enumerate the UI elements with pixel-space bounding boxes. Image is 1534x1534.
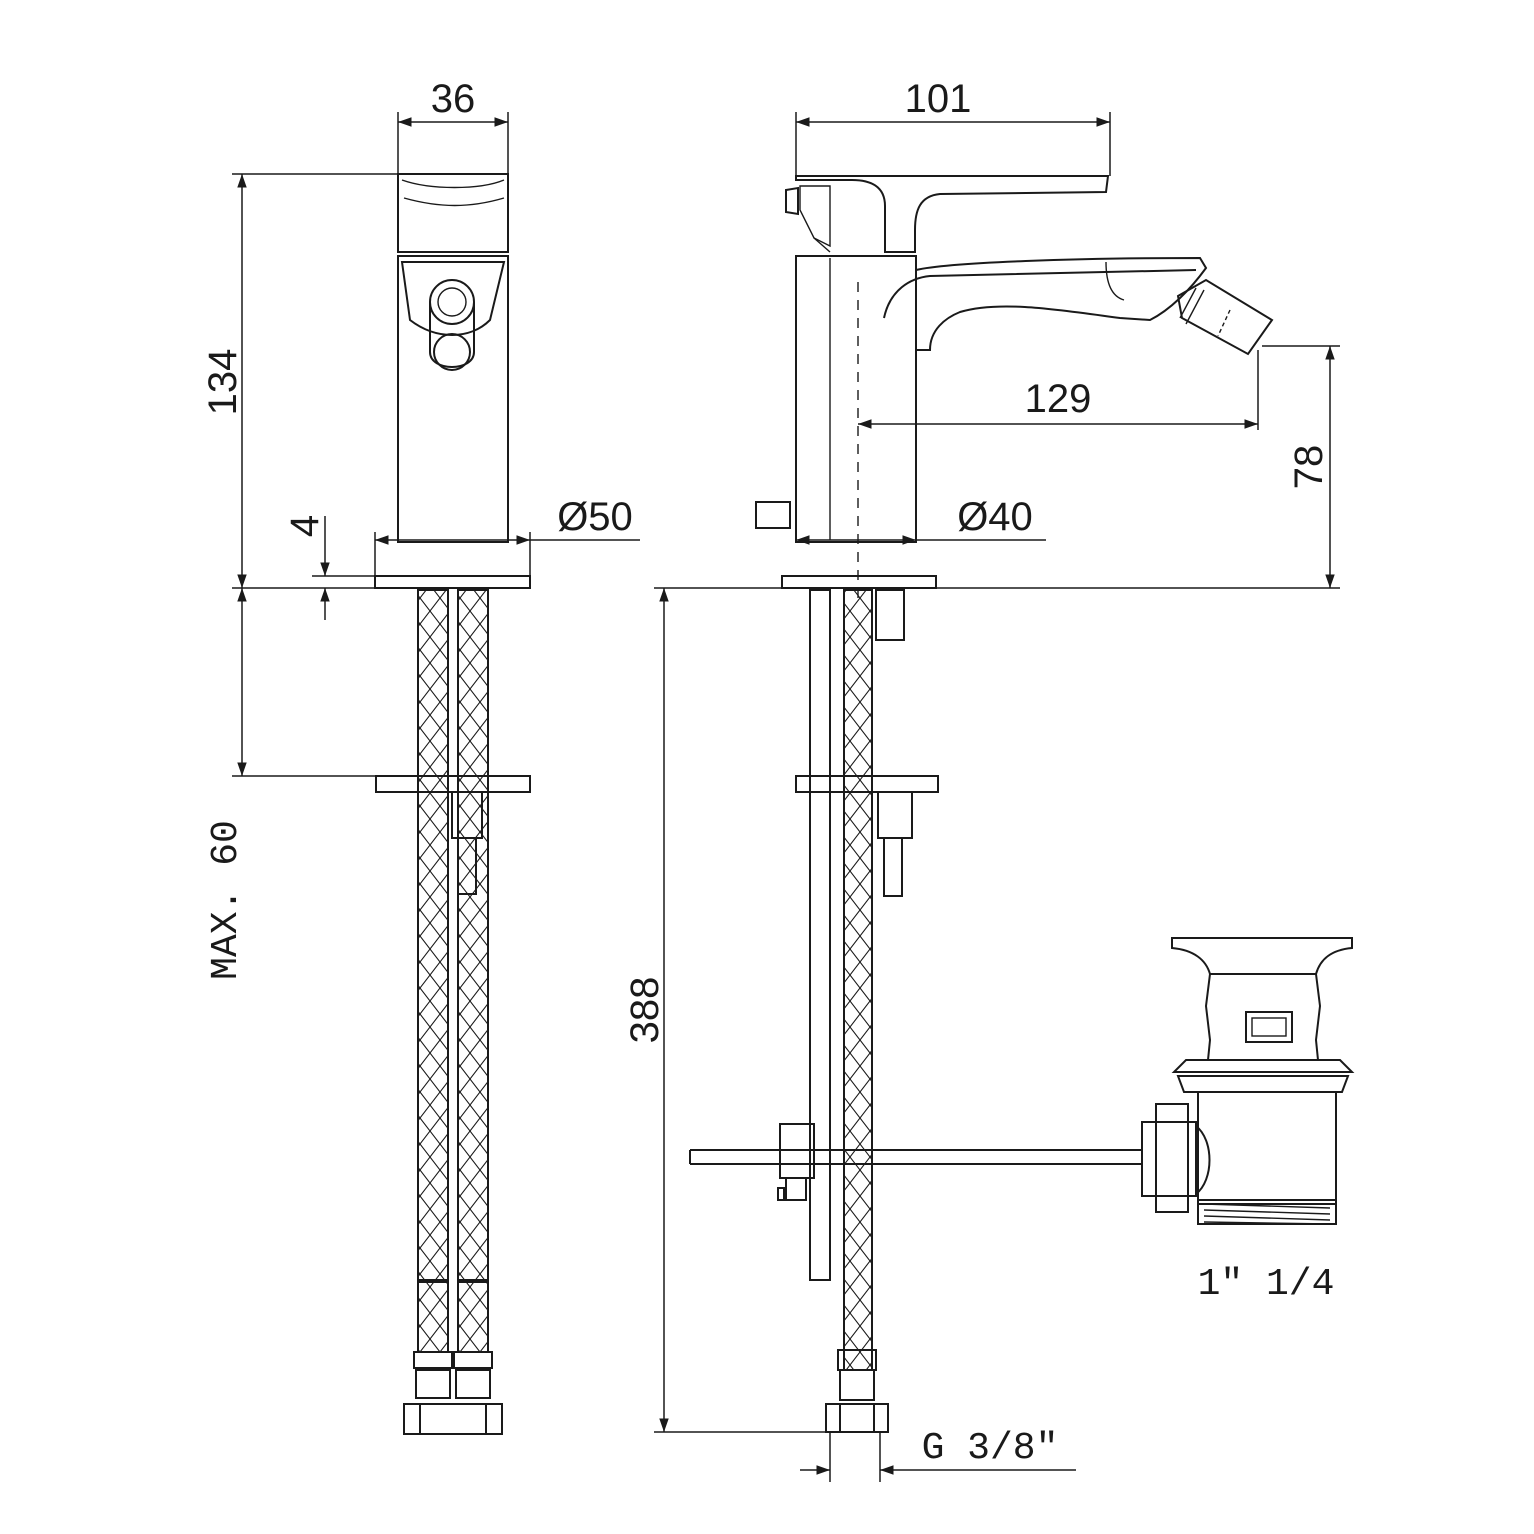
waste-thread-label: 1" 1/4 xyxy=(1198,1263,1335,1306)
dim-4-label: 4 xyxy=(283,515,327,537)
dim-134-label: 134 xyxy=(201,349,245,416)
dim-388-label: 388 xyxy=(623,977,667,1044)
front-dimensions: 36 134 4 Ø50 MAX. 60 xyxy=(201,77,640,980)
dim-101-label: 101 xyxy=(905,77,972,121)
side-view xyxy=(689,175,1274,1433)
dim-g-3-8-label: G 3/8" xyxy=(922,1427,1059,1470)
dim-129-label: 129 xyxy=(1025,377,1092,421)
front-view xyxy=(374,173,531,1435)
dim-max-60-label: MAX. 60 xyxy=(205,820,248,980)
dim-36-label: 36 xyxy=(431,77,476,121)
dim-diameter-40-label: Ø40 xyxy=(957,495,1033,539)
waste-drain: 1" 1/4 xyxy=(1141,937,1355,1306)
side-dimensions: 101 129 78 Ø40 388 G 3/8" xyxy=(623,77,1340,1482)
dim-diameter-50-label: Ø50 xyxy=(557,495,633,539)
dim-78-label: 78 xyxy=(1287,445,1331,490)
